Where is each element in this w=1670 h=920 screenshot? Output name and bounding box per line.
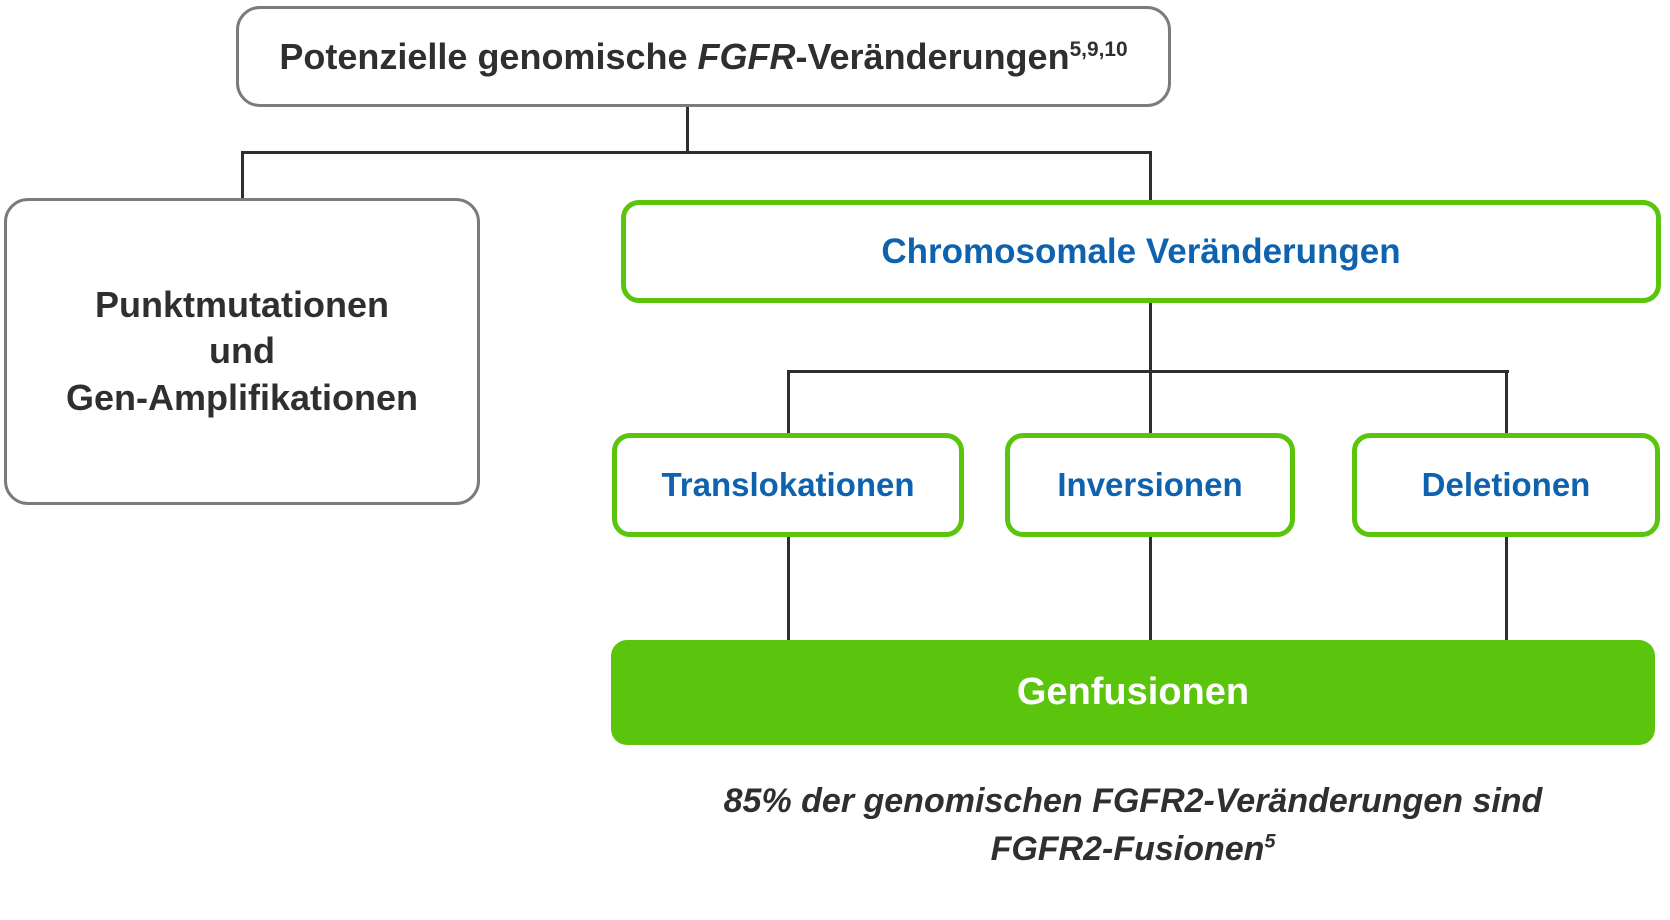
chromosomal-node-label: Chromosomale Veränderungen (881, 231, 1401, 271)
connector-deletions-to-fusion (1505, 537, 1508, 640)
connector-level1-horizontal (241, 151, 1152, 154)
connector-inversions-to-fusion (1149, 537, 1152, 640)
left-node-line1: Punktmutationen (95, 284, 389, 326)
gene-fusions-label: Genfusionen (1016, 671, 1250, 713)
connector-translocations-to-fusion (787, 537, 790, 640)
connector-chromosomal-stub (1149, 303, 1152, 371)
caption-fgfr2-fusion-statistic: 85% der genomischen FGFR2-Veränderungen … (611, 778, 1655, 873)
connector-drop-inversions (1149, 370, 1152, 433)
connector-level2-horizontal (787, 370, 1509, 373)
caption-line2-text: FGFR2-Fusionen (990, 829, 1265, 868)
connector-drop-left-box (241, 151, 244, 198)
connector-drop-chromosomal-box (1149, 151, 1152, 200)
connector-drop-translocations (787, 370, 790, 433)
root-node-potential-fgfr-alterations: Potenzielle genomische FGFR-Veränderunge… (236, 6, 1171, 107)
root-label-before: Potenzielle genomische (279, 35, 698, 77)
caption-line2: FGFR2-Fusionen5 (611, 826, 1655, 874)
node-chromosomal-alterations: Chromosomale Veränderungen (621, 200, 1661, 303)
node-deletions: Deletionen (1352, 433, 1660, 537)
caption-line2-reference: 5 (1264, 830, 1276, 853)
left-node-line2: und (209, 330, 275, 372)
left-node-line3: Gen-Amplifikationen (65, 376, 419, 418)
root-label-after: -Veränderungen (795, 35, 1070, 77)
node-translocations: Translokationen (612, 433, 964, 537)
caption-line1: 85% der genomischen FGFR2-Veränderungen … (723, 782, 1543, 820)
node-gene-fusions: Genfusionen (611, 640, 1655, 745)
left-node-label: Punktmutationen und Gen-Amplifikationen (66, 282, 418, 420)
connector-drop-deletions (1505, 370, 1508, 433)
node-inversions: Inversionen (1005, 433, 1295, 537)
connector-root-stub (686, 107, 689, 152)
root-label-references: 5,9,10 (1069, 37, 1128, 61)
inversions-label: Inversionen (1057, 466, 1243, 503)
root-label-gene-italic: FGFR (697, 35, 796, 77)
node-point-mutations-amplifications: Punktmutationen und Gen-Amplifikationen (4, 198, 480, 505)
root-node-label: Potenzielle genomische FGFR-Veränderunge… (279, 36, 1127, 78)
translocations-label: Translokationen (661, 466, 915, 503)
deletions-label: Deletionen (1421, 466, 1591, 503)
